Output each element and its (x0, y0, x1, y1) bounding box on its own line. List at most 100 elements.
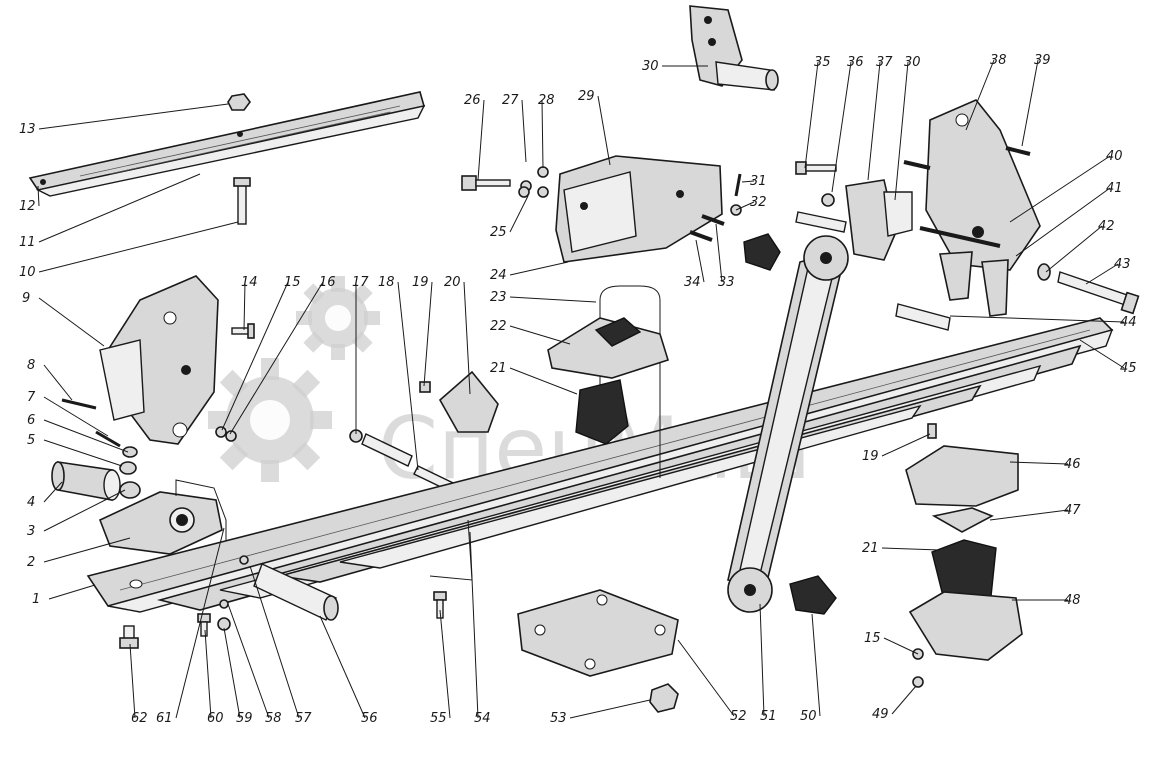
callout-number-c47: 47 (1064, 503, 1081, 518)
shock-absorber-51 (727, 235, 849, 613)
spring-nut-top (227, 93, 251, 111)
callout-leader-c33 (715, 223, 723, 283)
callout-number-c32: 32 (750, 195, 767, 210)
bolt-34 (689, 230, 713, 242)
callout-leader-c57 (249, 565, 300, 719)
callout-leader-c35 (804, 61, 819, 169)
callout-number-c28: 28 (538, 93, 555, 108)
callout-number-c34: 34 (684, 275, 701, 290)
callout-number-c19b: 19 (862, 449, 879, 464)
callout-leader-c25 (509, 195, 529, 233)
callout-number-c22: 22 (490, 319, 507, 334)
nut-36 (821, 193, 835, 207)
callout-number-c2: 2 (27, 555, 35, 570)
callout-number-c3: 3 (27, 524, 35, 539)
leaf-spring-top (28, 91, 426, 197)
callout-leader-c5 (43, 439, 123, 467)
washer-6 (122, 446, 138, 458)
bolt-62 (119, 625, 139, 649)
callout-leader-c43 (1085, 263, 1119, 285)
callout-leader-c10 (38, 221, 239, 273)
callout-leader-c50 (811, 613, 821, 717)
nut-16 (225, 430, 237, 442)
callout-leader-c31 (741, 180, 755, 183)
callout-number-c29: 29 (578, 89, 595, 104)
callout-number-c10: 10 (19, 265, 36, 280)
callout-number-c45: 45 (1120, 361, 1137, 376)
callout-number-c18: 18 (378, 275, 395, 290)
callout-number-c8: 8 (27, 358, 35, 373)
bolt-33 (701, 214, 725, 226)
callout-leader-c56 (319, 615, 366, 719)
callout-number-c59: 59 (236, 711, 253, 726)
callout-leader-c41 (1015, 187, 1111, 257)
u-bolt-23 (599, 285, 661, 478)
callout-leader-c13 (38, 103, 229, 130)
pin-31 (734, 173, 742, 197)
callout-number-c44: 44 (1120, 315, 1137, 330)
callout-leader-c39 (1021, 59, 1039, 147)
watermark-gear-large-icon (208, 358, 332, 482)
pin-17 (349, 429, 413, 467)
plate-48 (908, 591, 1023, 661)
callout-number-c14: 14 (241, 275, 258, 290)
washer-58 (219, 599, 229, 609)
callout-leader-c40 (1009, 155, 1111, 223)
bolt-19b (927, 423, 937, 439)
callout-number-c49: 49 (872, 707, 889, 722)
bracket-29 (555, 155, 723, 263)
callout-number-c25: 25 (490, 225, 507, 240)
callout-leader-c16 (229, 281, 324, 435)
nut-28 (537, 166, 549, 178)
callout-leader-c32 (735, 201, 755, 211)
callout-leader-c62 (129, 643, 136, 719)
callout-number-c50: 50 (800, 709, 817, 724)
callout-number-c26: 26 (464, 93, 481, 108)
main-leaf-spring (86, 317, 1114, 613)
callout-leader-c58 (227, 603, 270, 719)
callout-number-c37: 37 (876, 55, 893, 70)
bolt-60 (197, 613, 211, 637)
callout-number-c4: 4 (27, 495, 35, 510)
callout-number-c19: 19 (412, 275, 429, 290)
callout-leader-c51 (759, 603, 765, 717)
callout-leader-c26 (477, 99, 485, 181)
rear-bracket-38 (925, 99, 1041, 317)
callout-number-c31: 31 (750, 174, 767, 189)
callout-leader-c7 (43, 396, 109, 437)
callout-leader-c6 (43, 419, 129, 453)
callout-number-c33: 33 (718, 275, 735, 290)
callout-leader-c21b (881, 547, 941, 551)
callout-leader-c12 (37, 185, 40, 207)
rubber-bushing-top (743, 233, 781, 271)
callout-number-c38: 38 (990, 53, 1007, 68)
callout-leader-c4 (43, 481, 63, 503)
callout-number-c15b: 15 (864, 631, 881, 646)
callout-number-c11: 11 (19, 235, 36, 250)
rubber-bushing-50 (789, 575, 837, 615)
pin-8 (61, 398, 97, 410)
callout-number-c57: 57 (295, 711, 312, 726)
nut-53 (649, 683, 679, 713)
callout-number-c20: 20 (444, 275, 461, 290)
bolt-19 (419, 381, 431, 393)
nut-49 (912, 676, 924, 688)
pin-56 (253, 563, 339, 621)
washer-25b (537, 186, 549, 198)
bolt-55 (433, 591, 447, 619)
callout-number-c40: 40 (1106, 149, 1123, 164)
callout-leader-c34 (695, 239, 705, 283)
callout-leader-c14 (243, 281, 246, 331)
callout-number-c9: 9 (22, 291, 30, 306)
callout-leader-c37 (867, 61, 881, 181)
callout-leader-c61 (175, 527, 225, 719)
callout-number-c61: 61 (156, 711, 173, 726)
bolt-26 (461, 175, 511, 191)
spring-pin-44 (895, 303, 951, 331)
watermark-gear-small-icon (296, 276, 380, 360)
nut-15 (215, 426, 227, 438)
callout-leader-c19 (423, 281, 433, 387)
callout-number-c30b: 30 (904, 55, 921, 70)
callout-number-c58: 58 (265, 711, 282, 726)
